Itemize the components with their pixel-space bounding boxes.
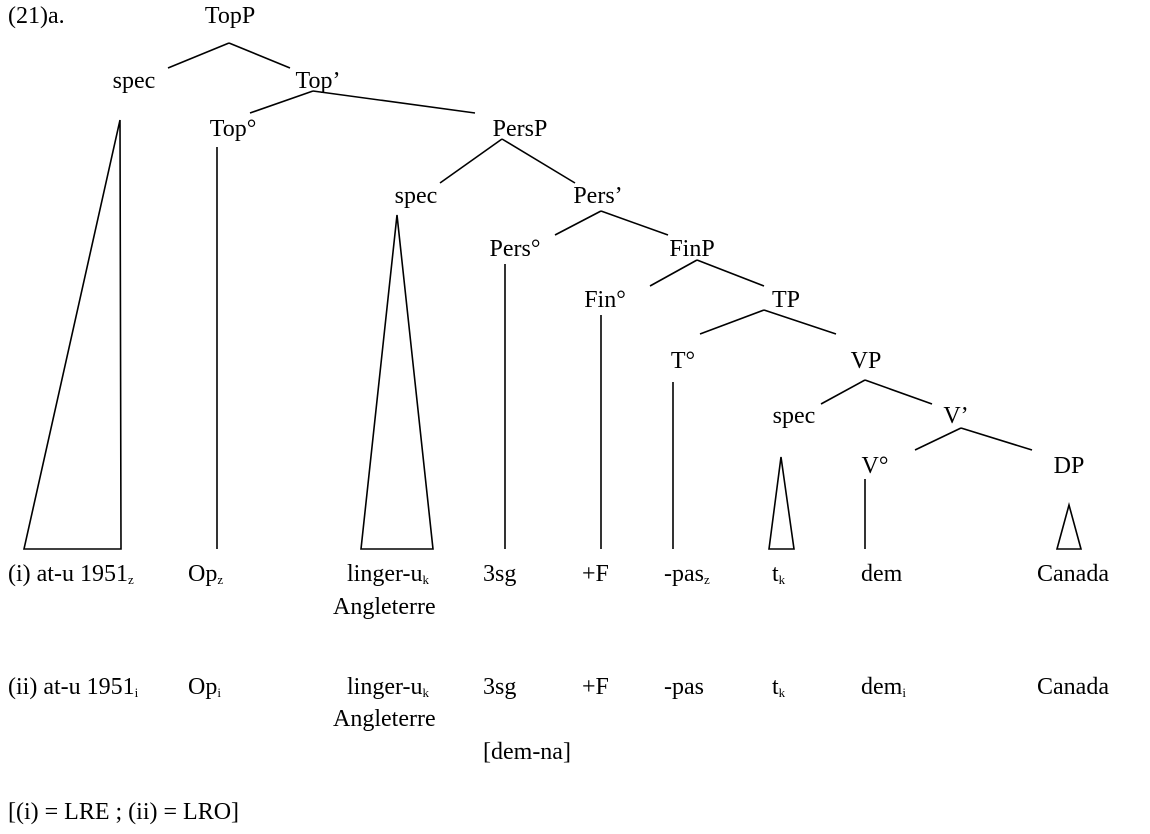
row-i-label: (i) at-u 1951z: [8, 561, 134, 587]
node-persp: PersP: [492, 116, 548, 142]
row-i-fin: +F: [582, 561, 609, 587]
row-i-op: Opz: [188, 561, 224, 587]
row-ii-dp: Canada: [1037, 674, 1109, 700]
row-i-linger: linger-uk: [347, 561, 429, 587]
node-finp: FinP: [669, 236, 715, 262]
node-top-bar: Top’: [295, 68, 341, 94]
edge-vp-vbar: [864, 379, 933, 405]
row-ii-linger: linger-uk: [347, 674, 429, 700]
row-i-trace: tk: [772, 561, 786, 587]
triangle-spec-pers: [360, 214, 434, 550]
edge-topp-spec: [167, 42, 230, 69]
node-spec-top: spec: [112, 68, 156, 94]
edge-persp-spec: [439, 138, 503, 184]
triangle-dp: [1055, 501, 1083, 550]
edge-persbar-finp: [600, 210, 669, 236]
node-spec-v: spec: [772, 403, 816, 429]
legend-note: [(i) = LRE ; (ii) = LRO]: [8, 799, 240, 825]
row-ii-angleterre: Angleterre: [333, 706, 436, 732]
edge-tp-thead: [699, 309, 765, 335]
node-v-bar: V’: [943, 403, 969, 429]
node-vp: VP: [850, 348, 882, 374]
row-ii-op: Opi: [188, 674, 221, 700]
row-ii-label: (ii) at-u 1951i: [8, 674, 139, 700]
edge-vbar-dp: [960, 427, 1033, 451]
row-i-angleterre: Angleterre: [333, 594, 436, 620]
node-pers-head: Pers°: [489, 236, 541, 262]
node-topp: TopP: [204, 3, 256, 29]
node-top-head: Top°: [209, 116, 257, 142]
node-v-head: V°: [861, 453, 889, 479]
edge-vp-spec: [820, 379, 866, 405]
triangle-spec-v: [768, 456, 795, 550]
row-ii-verb: demi: [861, 674, 906, 700]
edge-vbar-vhead: [914, 427, 962, 451]
node-tp: TP: [771, 287, 801, 313]
edge-persp-persbar: [501, 138, 576, 184]
edge-tp-vp: [763, 309, 837, 335]
row-i-verb: dem: [861, 561, 903, 587]
row-i-dp: Canada: [1037, 561, 1109, 587]
node-t-head: T°: [670, 348, 696, 374]
edge-persbar-pershead: [554, 210, 602, 236]
dem-na-gloss: [dem-na]: [483, 739, 571, 765]
edge-finp-tp: [696, 259, 765, 287]
triangle-spec-top: [23, 119, 122, 550]
node-fin-head: Fin°: [584, 287, 626, 313]
example-label: (21)a.: [8, 3, 65, 29]
edge-topbar-persp: [312, 90, 476, 114]
row-i-pers: 3sg: [483, 561, 517, 587]
row-ii-tense: -pas: [664, 674, 704, 700]
edge-topp-topbar: [228, 42, 291, 69]
node-pers-bar: Pers’: [573, 183, 623, 209]
row-i-tense: -pasz: [664, 561, 710, 587]
row-ii-pers: 3sg: [483, 674, 517, 700]
node-spec-pers: spec: [394, 183, 438, 209]
edge-finp-finhead: [649, 259, 698, 287]
edge-topbar-tophead: [249, 90, 314, 114]
row-ii-trace: tk: [772, 674, 786, 700]
row-ii-fin: +F: [582, 674, 609, 700]
node-dp: DP: [1053, 453, 1085, 479]
